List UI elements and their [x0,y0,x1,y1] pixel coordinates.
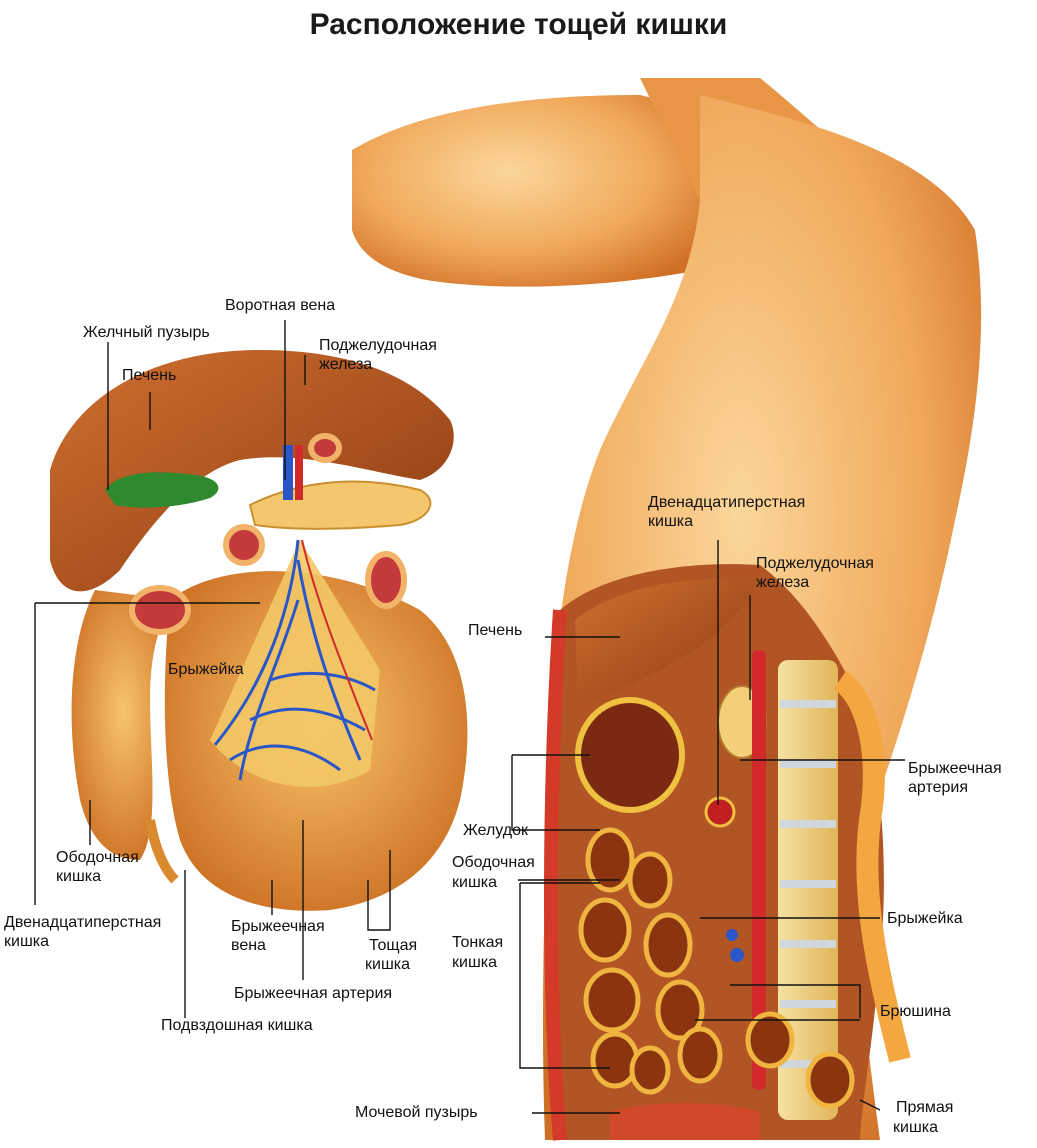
label-bladder: Мочевой пузырь [355,1104,478,1121]
mesenteric-vessels [213,539,376,781]
pancreas-left [248,480,432,530]
label-duodenum-right-line2: кишка [648,513,694,530]
label-mesenteric-artery-right-line2: артерия [908,779,968,796]
label-small-intestine-line1: Тонкая [452,934,504,951]
label-duodenum-left-line1: Двенадцатиперстная [4,914,162,931]
label-mesenteric-artery-right-line1: Брыжеечная [908,760,1002,777]
mesenteric-artery-section [704,796,736,828]
liver-section [575,578,760,705]
label-mesentery-right: Брыжейка [887,910,963,927]
label-mesenteric-vein-line2: вена [231,937,266,954]
label-rectum-line1: Прямая [896,1099,954,1116]
label-colon-right-line1: Ободочная [452,854,535,871]
label-stomach: Желудок [463,822,528,839]
label-colon-right-line2: кишка [452,874,498,891]
abdominal-wall [544,609,567,1141]
label-jejunum-line2: кишка [365,956,411,973]
bladder-section [610,1103,760,1140]
spine [778,660,911,1120]
label-duodenum-right-line1: Двенадцатиперстная [648,494,806,511]
label-pancreas-line1: Поджелудочная [319,337,437,354]
label-pancreas-line2: железа [319,356,373,373]
colon-left [71,590,175,860]
label-peritoneum: Брюшина [880,1003,951,1020]
diagram-title: Расположение тощей кишки [309,8,728,41]
ileum-tail [145,819,179,884]
label-small-intestine-line2: кишка [452,954,498,971]
label-portal-vein: Воротная вена [225,297,336,314]
label-liver-left: Печень [122,367,177,384]
label-jejunum-line1: Тощая [369,937,418,954]
abdomen-illustration [50,350,468,911]
label-rectum-line2: кишка [893,1119,939,1136]
label-pancreas-right-line1: Поджелудочная [756,555,874,572]
label-mesenteric-vein-line1: Брыжеечная [231,918,325,935]
label-duodenum-left-line2: кишка [4,933,50,950]
label-liver-right: Печень [468,622,523,639]
liver-left [50,350,454,592]
label-mesentery-left: Брыжейка [168,661,244,678]
label-mesenteric-artery-left: Брыжеечная артерия [234,985,393,1002]
label-pancreas-right-line2: железа [756,574,810,591]
small-intestine-loops [578,827,855,1109]
gallbladder [105,472,219,508]
leader-lines [34,320,905,1114]
torso-illustration [352,78,982,1141]
label-colon-left-line2: кишка [56,868,102,885]
arm-shape [352,95,700,287]
label-ileum: Подвздошная кишка [161,1017,313,1034]
label-gallbladder: Желчный пузырь [83,324,210,341]
stomach-section [575,697,685,813]
intestine-sections [129,433,407,635]
label-colon-left-line1: Ободочная [56,849,139,866]
